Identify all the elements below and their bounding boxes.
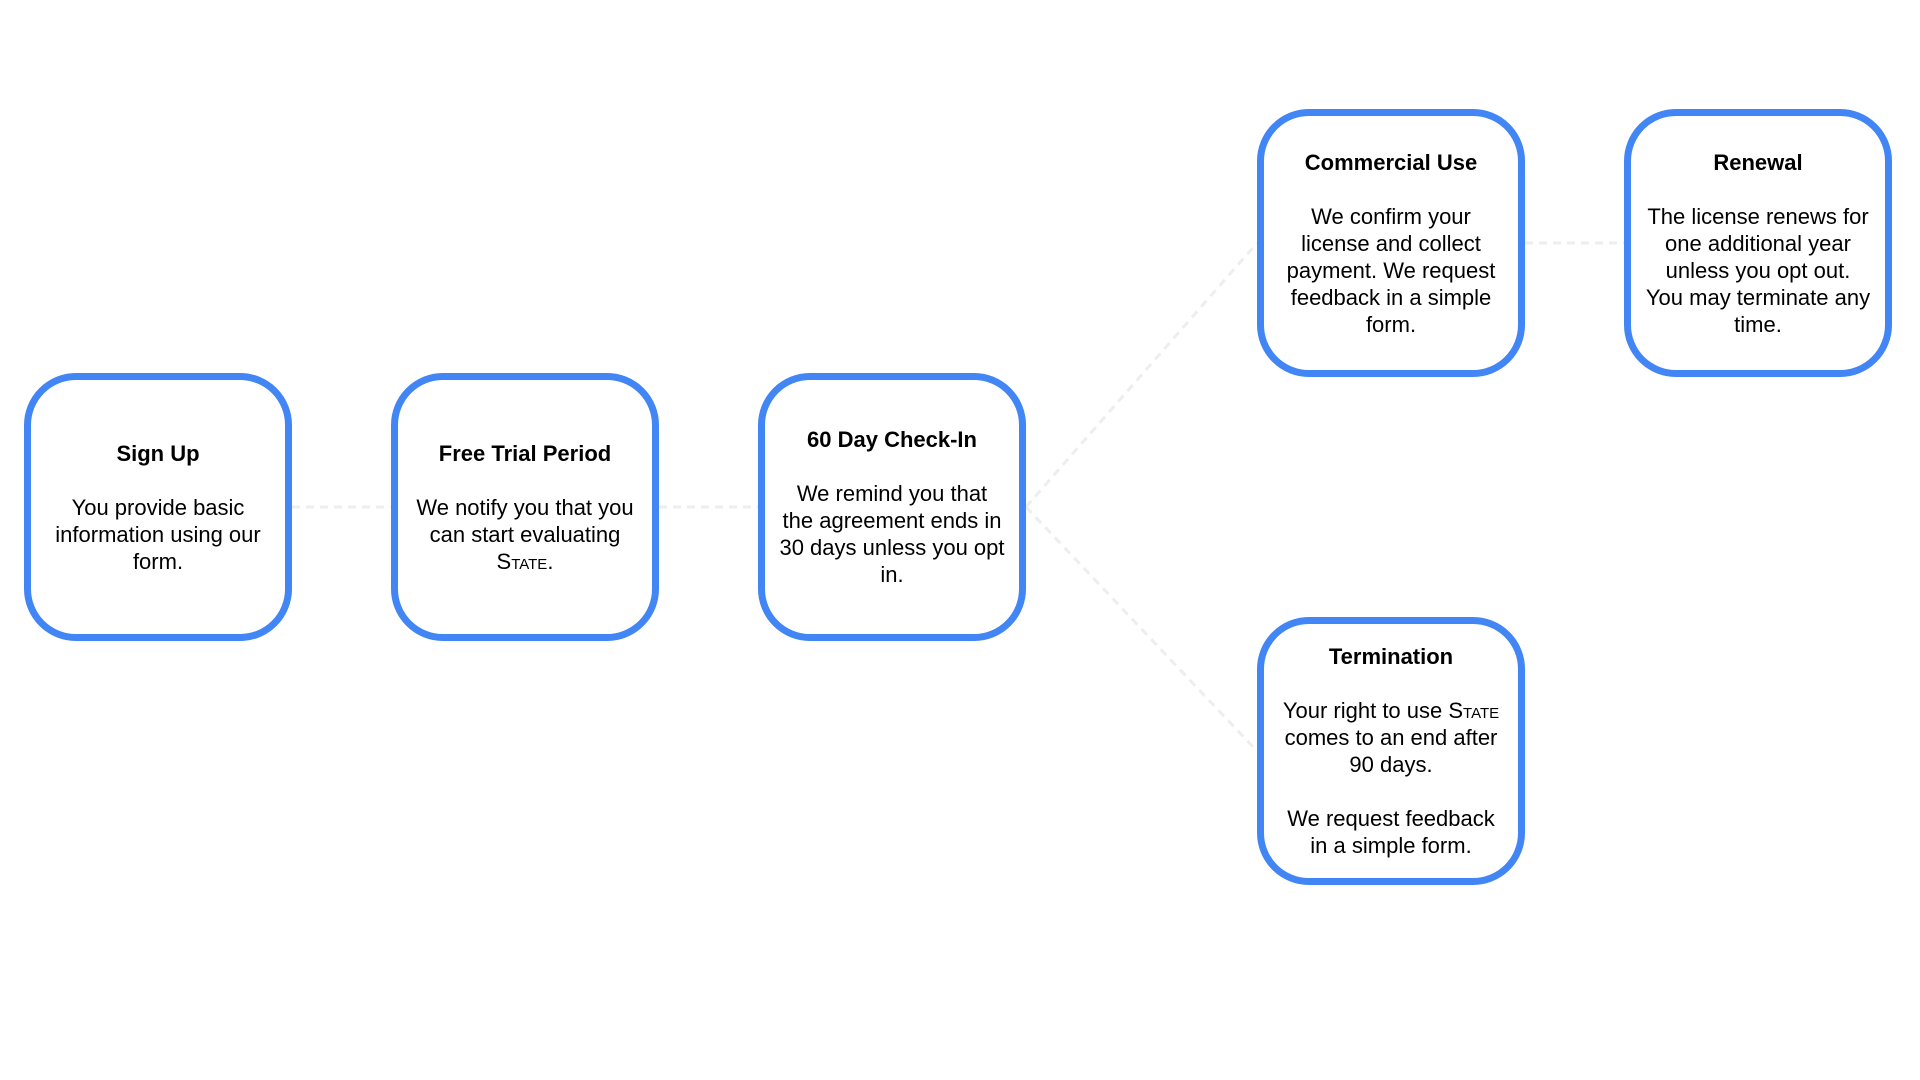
node-body: Your right to use State comes to an end … [1278, 697, 1504, 859]
node-title: Renewal [1713, 149, 1803, 175]
node-body-text: The license renews for one additional ye… [1645, 203, 1871, 337]
node-title: Sign Up [116, 440, 200, 466]
node-body-text: You provide basic information using our … [55, 494, 261, 574]
product-name: State [1448, 698, 1500, 723]
node-title: Termination [1328, 644, 1454, 669]
node-title: Commercial Use [1304, 149, 1478, 175]
body-text-before: We notify you that you can start evaluat… [416, 494, 634, 547]
node-renewal: Renewal The license renews for one addit… [1624, 109, 1892, 377]
connector-checkin-to-commercial [1024, 242, 1259, 508]
body-text-after: comes to an end after 90 days. [1284, 725, 1498, 777]
node-body-text: Your right to use State comes to an end … [1278, 697, 1504, 778]
node-body: We confirm your license and collect paym… [1278, 203, 1504, 338]
node-body: We remind you that the agreement ends in… [779, 480, 1005, 588]
node-free-trial-period: Free Trial Period We notify you that you… [391, 373, 659, 641]
body-text-after: . [547, 548, 554, 574]
node-commercial-use: Commercial Use We confirm your license a… [1257, 109, 1525, 377]
node-body: You provide basic information using our … [45, 494, 271, 575]
node-title: Free Trial Period [438, 440, 612, 466]
node-body-text-2: We request feedback in a simple form. [1287, 806, 1495, 858]
product-name: State [496, 548, 548, 574]
connector-checkin-to-termination [1024, 505, 1259, 753]
node-60-day-check-in: 60 Day Check-In We remind you that the a… [758, 373, 1026, 641]
node-body-text: We notify you that you can start evaluat… [412, 494, 638, 575]
node-body-text: We confirm your license and collect paym… [1286, 203, 1496, 337]
body-text-before: Your right to use [1282, 698, 1449, 723]
node-body-text: We remind you that the agreement ends in… [779, 481, 1005, 587]
node-termination: Termination Your right to use State come… [1257, 617, 1525, 885]
node-body: The license renews for one additional ye… [1645, 203, 1871, 338]
node-sign-up: Sign Up You provide basic information us… [24, 373, 292, 641]
node-title: 60 Day Check-In [807, 427, 977, 452]
node-body: We notify you that you can start evaluat… [412, 494, 638, 575]
